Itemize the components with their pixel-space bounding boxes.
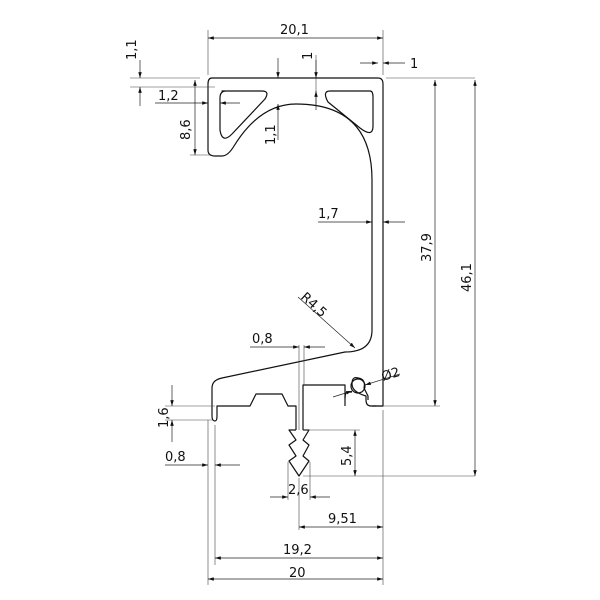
dim-inner-bottom-width: 19,2: [283, 543, 312, 558]
dimension-lines: [138, 36, 477, 581]
profile-outline: [207, 77, 384, 477]
dimension-labels: 20,1 1,1 1 1 1,2 8,6 1,1 1,7 37,9 46,1 R…: [125, 23, 475, 581]
dim-corner-radius: R4,5: [297, 290, 329, 321]
dim-arch-thickness: 1,1: [264, 124, 279, 145]
dim-stem-thickness: 0,8: [252, 332, 273, 347]
dim-top-block-height: 8,6: [179, 119, 194, 140]
dim-overall-top-width: 20,1: [280, 23, 309, 38]
dim-inner-rib: 1: [301, 52, 316, 60]
dim-barb-length: 5,4: [340, 445, 355, 466]
dim-lip-height: 1,6: [157, 407, 172, 428]
dim-top-wall: 1,1: [125, 39, 140, 60]
extension-lines: [130, 30, 475, 585]
dim-overall-height: 46,1: [460, 263, 475, 292]
dim-barb-width: 2,6: [288, 483, 309, 498]
dim-overall-bottom-width: 20: [289, 566, 306, 581]
dim-stem-offset: 9,51: [328, 512, 357, 527]
dim-side-wall: 1,7: [318, 207, 339, 222]
hole: [350, 378, 366, 394]
dim-lip-thickness: 0,8: [165, 450, 186, 465]
dim-right-offset: 1: [410, 57, 418, 72]
dim-inner-height: 37,9: [420, 233, 435, 262]
dim-left-wall: 1,2: [158, 89, 179, 104]
dim-hole-diameter: Ø2: [380, 365, 402, 385]
